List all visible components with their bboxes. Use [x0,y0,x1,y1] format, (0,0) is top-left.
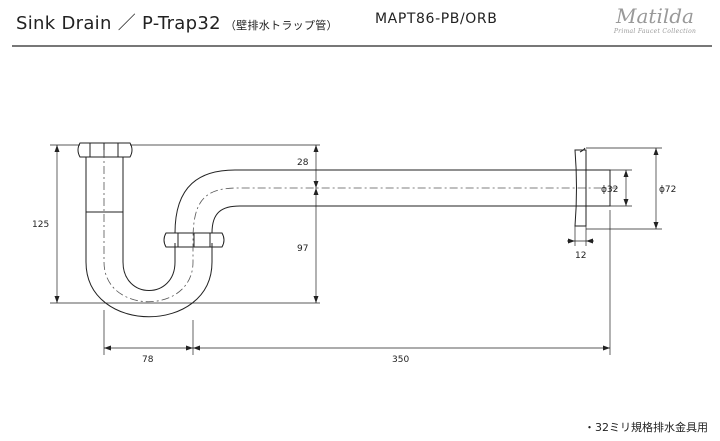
p-trap-outline [77,142,611,318]
arrowhead [568,238,575,244]
dimension-lines [50,144,662,355]
arrowhead [193,345,200,351]
arrowhead [623,170,629,177]
dim-350: 350 [392,355,409,365]
title-text: Sink Drain ／ P-Trap32 [16,13,221,34]
top-nut [77,142,133,158]
elbow-outer [174,169,236,234]
logo-name: Matilda [616,4,694,28]
arrowhead [313,181,319,188]
dim-78: 78 [142,355,154,365]
dim-125: 125 [32,220,49,230]
arrowheads [54,145,659,351]
header-divider [12,45,712,47]
header: Sink Drain ／ P-Trap32（壁排水トラップ管） MAPT86-P… [0,0,720,50]
dim-phi32: ϕ32 [601,185,618,195]
u-bend-inner [122,261,176,291]
arrowhead [313,188,319,195]
u-bend-outer [85,261,213,318]
dim-28: 28 [297,158,309,168]
flange [574,149,587,227]
arrowhead [54,296,60,303]
arrowhead [653,148,659,155]
arrowhead [104,345,111,351]
arrowhead [54,145,60,152]
arrowhead [586,238,593,244]
arrowhead [653,222,659,229]
title-subtitle: （壁排水トラップ管） [224,19,338,32]
logo-tagline: Primal Faucet Collection [613,28,697,35]
brand-logo: Matilda Primal Faucet Collection [600,4,710,35]
dim-12: 12 [575,251,586,261]
footnote: ・32ミリ規格排水金具用 [584,421,708,434]
mid-nut [163,232,225,248]
arrowhead [186,345,193,351]
elbow-inner [211,205,241,234]
arrowhead [313,145,319,152]
page-title: Sink Drain ／ P-Trap32（壁排水トラップ管） [16,9,338,35]
arrowhead [603,345,610,351]
dim-97: 97 [297,244,308,254]
arrowhead [313,296,319,303]
dim-phi72: ϕ72 [659,185,676,195]
flange-tip [579,147,586,153]
arrowhead [623,199,629,206]
model-number: MAPT86-PB/ORB [375,11,498,27]
centre-line [103,150,618,303]
